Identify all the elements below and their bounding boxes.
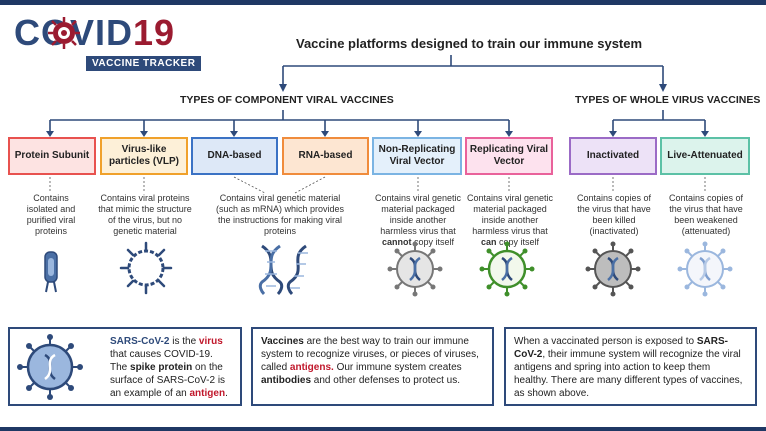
- b1-g: antigen: [189, 388, 226, 399]
- b1-c: virus: [198, 336, 223, 347]
- desc-nr-a: Contains viral genetic material packaged…: [374, 193, 462, 236]
- desc-non-replicating: Contains viral genetic material packaged…: [372, 193, 464, 248]
- non-replicating-vector-icon: [387, 241, 443, 297]
- desc-r-a: Contains viral genetic material packaged…: [466, 193, 554, 236]
- desc-replicating: Contains viral genetic material packaged…: [466, 193, 554, 248]
- desc-nr-b: cannot: [381, 237, 412, 247]
- b1-h: .: [225, 388, 228, 399]
- page-title: Vaccine platforms designed to train our …: [296, 36, 643, 51]
- b1-f: on the surface of SARS-CoV-2 is an examp…: [110, 362, 226, 399]
- rna-icon: [286, 244, 308, 296]
- info-box-vaccinated-person: When a vaccinated person is exposed to S…: [504, 327, 757, 406]
- b2-a: Vaccines: [261, 336, 304, 347]
- desc-nr-c: copy itself: [411, 237, 455, 247]
- section-component-vaccines: TYPES OF COMPONENT VIRAL VACCINES: [180, 94, 394, 106]
- b3-b: SARS-CoV-2: [514, 336, 729, 360]
- b2-f: and other defenses to protect us.: [311, 375, 460, 386]
- dna-icon: [258, 244, 284, 296]
- desc-r-c: copy itself: [496, 237, 540, 247]
- info-box-vaccines: Vaccines are the best way to train our i…: [251, 327, 494, 406]
- b1-d: that causes COVID-19. The: [110, 349, 213, 373]
- desc-live-attenuated: Contains copies of the virus that have b…: [668, 193, 744, 236]
- box-live-attenuated: Live-Attenuated: [660, 137, 750, 175]
- info-box-sars-cov-2: SARS-CoV-2 is the virus that causes COVI…: [8, 327, 242, 406]
- b3-a: When a vaccinated person is exposed to: [514, 336, 697, 347]
- top-bar: [0, 0, 766, 5]
- virus-logo-icon: [48, 17, 80, 49]
- box-inactivated: Inactivated: [569, 137, 657, 175]
- box-rna-based: RNA-based: [282, 137, 369, 175]
- inactivated-virus-icon: [585, 241, 641, 297]
- b1-a: SARS-CoV-2: [110, 336, 170, 347]
- desc-inactivated: Contains copies of the virus that have b…: [576, 193, 652, 236]
- b2-b: are the best way to train our immune sys…: [261, 336, 479, 373]
- b1-b: is the: [169, 336, 199, 347]
- logo-19: 19: [133, 12, 176, 53]
- sars-cov-2-icon: [17, 334, 83, 400]
- b3-c: , their immune system will recognize the…: [514, 349, 743, 399]
- protein-icon: [44, 251, 58, 293]
- replicating-vector-icon: [479, 241, 535, 297]
- logo-subtitle: VACCINE TRACKER: [86, 56, 202, 71]
- box-protein-subunit: Protein Subunit: [8, 137, 96, 175]
- box-non-replicating-viral-vector: Non-Replicating Viral Vector: [372, 137, 462, 175]
- desc-r-b: can: [480, 237, 497, 247]
- b1-e: spike protein: [130, 362, 193, 373]
- bottom-bar: [0, 427, 766, 431]
- desc-vlp: Contains viral proteins that mimic the s…: [98, 193, 192, 236]
- box-vlp: Virus-like particles (VLP): [100, 137, 188, 175]
- section-whole-virus-vaccines: TYPES OF WHOLE VIRUS VACCINES: [575, 94, 761, 106]
- desc-protein-subunit: Contains isolated and purified viral pro…: [26, 193, 76, 236]
- box-replicating-viral-vector: Replicating Viral Vector: [465, 137, 553, 175]
- live-attenuated-virus-icon: [677, 241, 733, 297]
- b2-e: antibodies: [261, 375, 312, 386]
- box-dna-based: DNA-based: [191, 137, 278, 175]
- covid19-logo: COVID19 VACCINE TRACKER: [14, 14, 204, 76]
- desc-dna-rna: Contains viral genetic material (such as…: [215, 193, 345, 236]
- b2-d: Our immune system creates: [333, 362, 462, 373]
- b2-c: antigens.: [289, 362, 334, 373]
- vlp-icon: [119, 241, 173, 295]
